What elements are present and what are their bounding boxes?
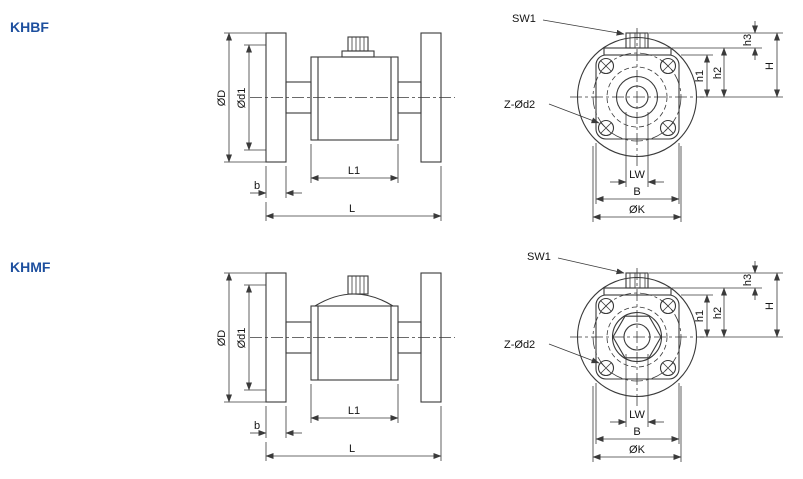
raised-face-circle bbox=[606, 306, 668, 368]
valve-body bbox=[310, 305, 399, 381]
khbf-side-view bbox=[250, 32, 455, 163]
dim-label-lw: LW bbox=[629, 169, 645, 181]
dim-label-bb: B bbox=[633, 426, 640, 438]
khbf-side-dimensions: ØD Ød1 L1 b L bbox=[216, 32, 442, 221]
dim-label-h: H bbox=[764, 302, 776, 310]
bore-circle bbox=[625, 85, 649, 109]
dim-label-l1: L1 bbox=[348, 165, 360, 177]
khbf-leaders: SW1 Z-Ød2 bbox=[504, 13, 625, 124]
dim-label-l: L bbox=[349, 443, 355, 455]
dim-label-b: b bbox=[254, 420, 260, 432]
flange-outline bbox=[576, 276, 698, 398]
dim-label-h3: h3 bbox=[742, 34, 754, 46]
dim-label-od1: Ød1 bbox=[236, 328, 248, 349]
khbf-front-dimensions: h1 h2 h3 H LW B ØK bbox=[592, 21, 783, 222]
dim-label-lw: LW bbox=[629, 409, 645, 421]
khmf-front-dimensions: h1 h2 h3 H LW B ØK bbox=[592, 261, 783, 462]
dim-label-h2: h2 bbox=[712, 307, 724, 319]
dim-label-od: ØD bbox=[216, 90, 228, 107]
hex-nut bbox=[612, 315, 662, 359]
model-title-khmf: KHMF bbox=[10, 259, 51, 275]
dim-label-od1: Ød1 bbox=[236, 88, 248, 109]
bolt-hole bbox=[597, 57, 615, 75]
dim-label-h1: h1 bbox=[694, 70, 706, 82]
khbf-front-view bbox=[570, 28, 704, 168]
bolt-hole bbox=[597, 297, 615, 315]
stem-hatch bbox=[625, 32, 649, 49]
dim-label-h1: h1 bbox=[694, 310, 706, 322]
body-dome bbox=[314, 293, 394, 307]
khbf-drawing: KHBF ØD bbox=[10, 13, 783, 222]
label-sw1: SW1 bbox=[527, 251, 551, 263]
bore-circle bbox=[623, 323, 651, 351]
dim-label-ok: ØK bbox=[629, 444, 646, 456]
bolt-hole bbox=[597, 119, 615, 137]
bolt-circle bbox=[592, 52, 682, 142]
dim-label-h2: h2 bbox=[712, 67, 724, 79]
khmf-drawing: KHMF ØD bbox=[10, 251, 783, 462]
stem-base-plate bbox=[603, 47, 672, 56]
dim-label-h3: h3 bbox=[742, 274, 754, 286]
dim-label-l1: L1 bbox=[348, 405, 360, 417]
bolt-hole bbox=[659, 57, 677, 75]
khmf-side-view bbox=[250, 272, 455, 403]
model-title-khbf: KHBF bbox=[10, 19, 49, 35]
label-sw1: SW1 bbox=[512, 13, 536, 25]
bolt-hole bbox=[659, 119, 677, 137]
stem-hatch bbox=[625, 272, 649, 289]
khmf-leaders: SW1 Z-Ød2 bbox=[504, 251, 625, 364]
khmf-side-dimensions: ØD Ød1 L1 b L bbox=[216, 272, 442, 461]
neck-circle bbox=[615, 75, 659, 119]
dim-label-h: H bbox=[764, 62, 776, 70]
raised-face-circle bbox=[606, 66, 668, 128]
dim-label-bb: B bbox=[633, 186, 640, 198]
label-z-od2: Z-Ød2 bbox=[504, 99, 535, 111]
bolt-hole bbox=[659, 359, 677, 377]
stem-base-plate bbox=[341, 50, 375, 58]
stem-base-plate bbox=[603, 287, 672, 296]
label-z-od2: Z-Ød2 bbox=[504, 339, 535, 351]
dim-label-b: b bbox=[254, 180, 260, 192]
bolt-hole bbox=[659, 297, 677, 315]
dim-label-od: ØD bbox=[216, 330, 228, 347]
flange-outline bbox=[576, 36, 698, 158]
stem-hatch bbox=[347, 275, 369, 295]
khmf-front-view bbox=[570, 268, 704, 408]
bolt-hole bbox=[597, 359, 615, 377]
dim-label-l: L bbox=[349, 203, 355, 215]
valve-body bbox=[310, 56, 399, 141]
bolt-circle bbox=[592, 292, 682, 382]
dim-label-ok: ØK bbox=[629, 204, 646, 216]
stem-hatch bbox=[347, 36, 369, 52]
